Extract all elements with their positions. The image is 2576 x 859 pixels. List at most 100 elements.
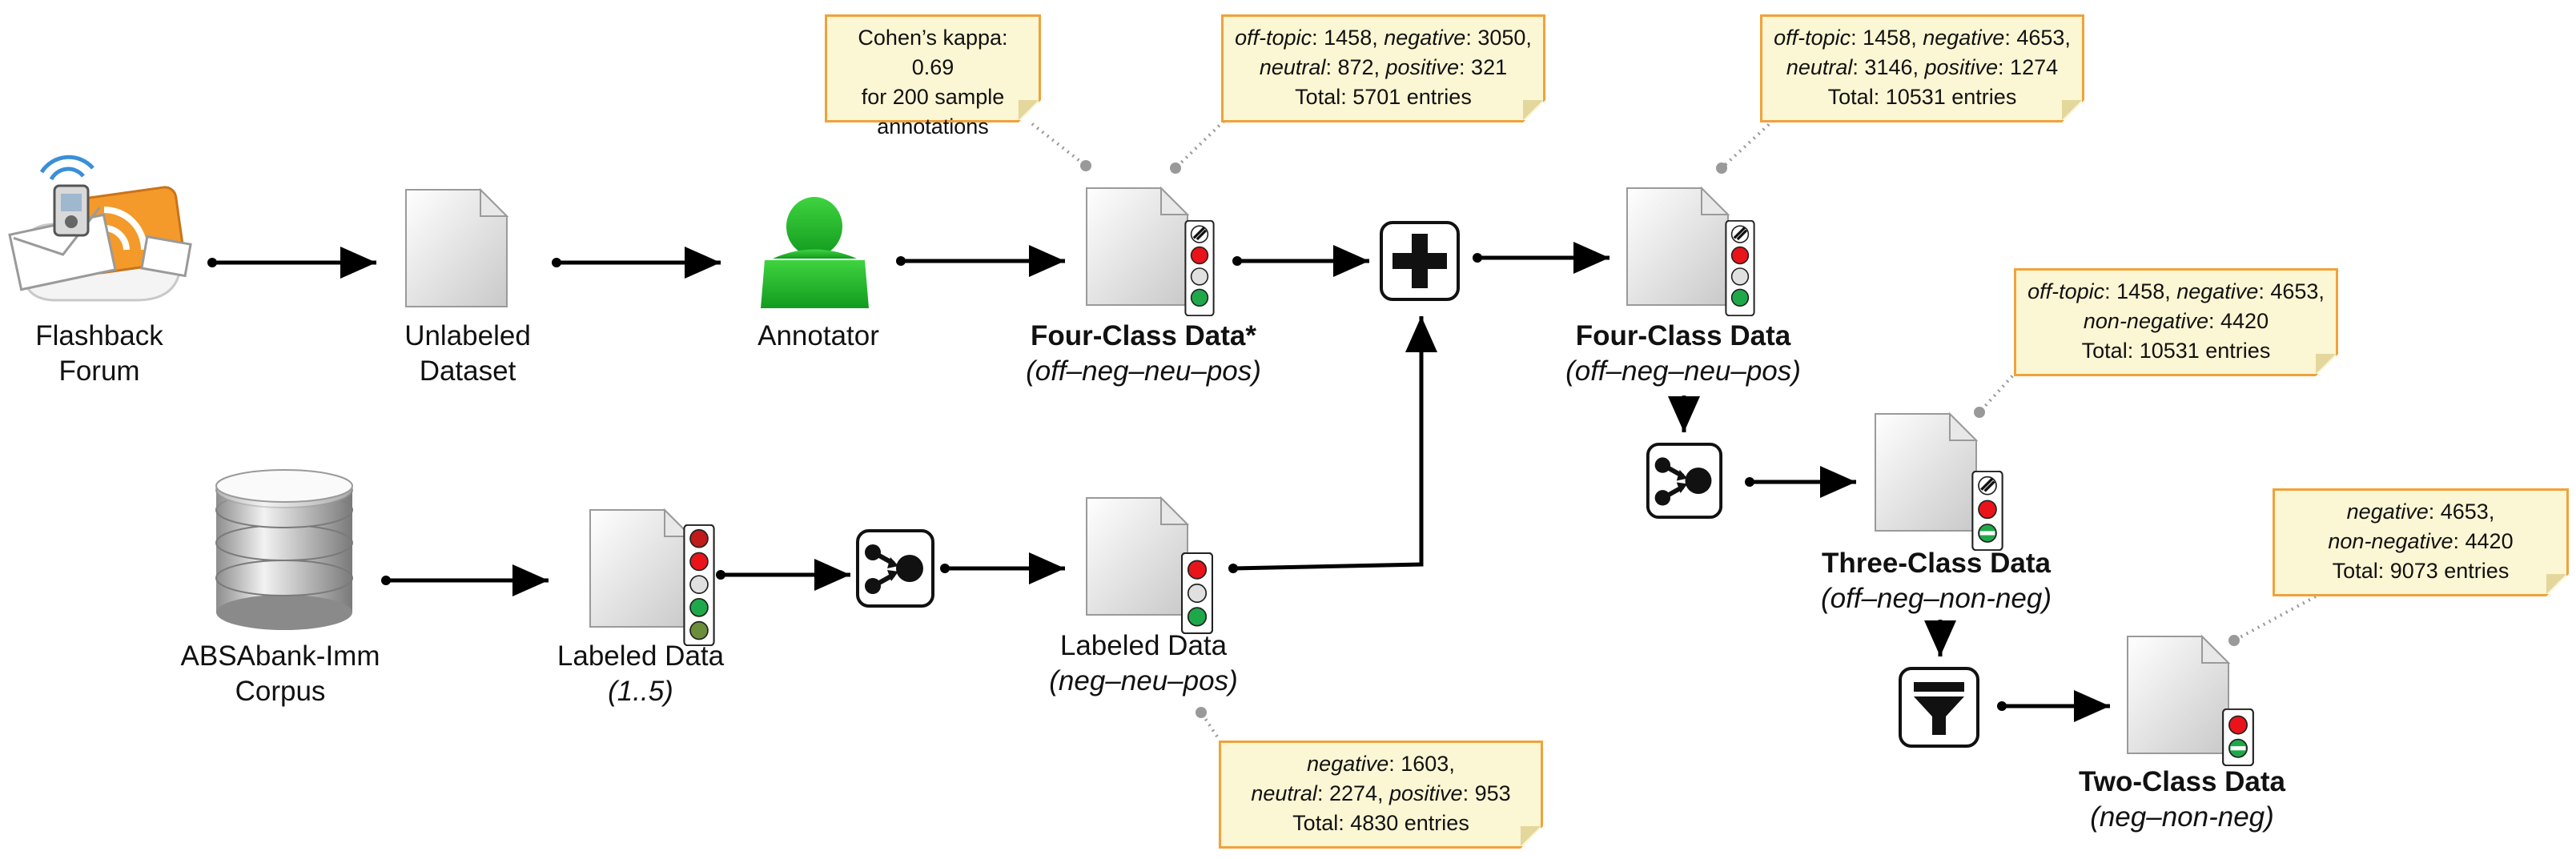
edges [212,242,2110,722]
label-annotator: Annotator [758,319,879,354]
note-key: positive [1389,781,1463,805]
label-line2: (neg–neu–pos) [1049,665,1238,696]
note-key: negative [1923,26,2005,50]
note-key: off-topic [2027,279,2105,303]
note-key: off-topic [1774,26,1851,50]
note-three-class-counts: off-topic: 1458, negative: 4653, non-neg… [2014,268,2338,376]
note-total: Total: 10531 entries [2081,339,2271,363]
four-traffic-light-icon [1724,220,1756,316]
note-key: off-topic [1235,26,1312,50]
note-value: : 2274, [1316,781,1390,805]
note-value: : 953 [1462,781,1511,805]
label-labeled-1-5: Labeled Data (1..5) [557,639,724,709]
note-value: : 4653, [2004,26,2071,50]
note-key: negative [2346,500,2429,524]
note-key: neutral [1251,781,1317,805]
note-key: negative [2176,279,2259,303]
label-flashback-forum: Flashback Forum [35,319,163,389]
three-traffic-light-icon [1971,471,2003,551]
two-traffic-light-icon [2222,708,2254,766]
note-total: Total: 9073 entries [2332,559,2510,583]
label-line2: (1..5) [608,676,673,707]
labelednnp-traffic-light-icon [1181,552,1213,634]
note-two-class-counts: negative: 4653, non-negative: 4420 Total… [2273,488,2569,596]
combine-icon-left [858,531,933,606]
label-line2: (off–neg–neu–pos) [1565,355,1801,387]
note-value: : 321 [1459,55,1508,79]
note-value: : 4420 [2208,309,2269,333]
label-line1: Two-Class Data [2078,766,2286,797]
labeled15-document-icon [589,509,692,628]
note-four-class-counts: off-topic: 1458, negative: 4653, neutral… [1760,14,2084,122]
label-line1: ABSAbank-Imm [180,640,380,672]
edge-labelednnp-to-plus [1232,316,1437,571]
note-value: : 1603, [1388,752,1455,776]
note-leader-dots [1080,160,2240,718]
note-value: : 3050, [1465,26,1532,50]
note-value: : 4653, [2258,279,2325,303]
edge-start-dots [207,253,2007,711]
flashback-forum-icon [8,155,192,302]
fourstar-document-icon [1086,187,1188,306]
annotator-person-icon [761,197,869,308]
note-line: Cohen’s kappa: 0.69 [858,26,1008,79]
note-value: : 1458, [1851,26,1923,50]
label-line2: (neg–non-neg) [2090,801,2274,833]
note-total: Total: 10531 entries [1827,85,2017,109]
note-key: neutral [1786,55,1853,79]
note-value: : 4420 [2453,529,2514,553]
labelednnp-document-icon [1086,497,1188,616]
label-line1: Labeled Data [557,640,725,672]
note-four-class-star-counts: off-topic: 1458, negative: 3050, neutral… [1221,14,1545,122]
note-key: non-negative [2328,529,2453,553]
label-two-class: Two-Class Data (neg–non-neg) [2079,765,2285,835]
filter-funnel-icon [1899,667,1979,748]
note-value: : 872, [1325,55,1386,79]
two-document-icon [2127,636,2229,754]
note-total: Total: 5701 entries [1295,85,1472,109]
note-labeled-nnp-counts: negative: 1603, neutral: 2274, positive:… [1219,741,1543,849]
label-four-class: Four-Class Data (off–neg–neu–pos) [1565,319,1801,389]
label-line1: Unlabeled [404,320,531,351]
note-value: : 4653, [2428,500,2495,524]
label-labeled-nnp: Labeled Data (neg–neu–pos) [1049,628,1237,699]
label-line2: (off–neg–neu–pos) [1026,355,1261,387]
label-four-class-star: Four-Class Data* (off–neg–neu–pos) [1026,319,1261,389]
label-three-class: Three-Class Data (off–neg–non-neg) [1821,546,2052,616]
note-cohens-kappa: Cohen’s kappa: 0.69 for 200 sample annot… [825,14,1041,138]
note-value: : 1458, [1312,26,1384,50]
database-icon [215,469,353,630]
label-line2: Forum [58,355,140,387]
label-line2: Corpus [235,676,326,707]
note-line: annotations [877,114,989,138]
label-line1: Flashback [35,320,163,351]
label-line1: Labeled Data [1059,630,1228,661]
label-line1: Four-Class Data* [1030,320,1257,351]
label-line1: Three-Class Data [1822,548,2051,579]
labeled15-traffic-light-icon [683,524,715,646]
note-key: non-negative [2083,309,2209,333]
combine-icon-right [1648,444,1721,517]
note-value: : 3146, [1852,55,1925,79]
note-key: negative [1384,26,1466,50]
note-value: : 1274 [1998,55,2059,79]
fourstar-traffic-light-icon [1184,220,1216,316]
label-line1: Annotator [758,320,879,351]
note-value: : 1458, [2104,279,2177,303]
four-document-icon [1626,187,1729,306]
label-line1: Four-Class Data [1575,320,1791,351]
label-unlabeled-dataset: Unlabeled Dataset [404,319,531,389]
note-key: positive [1385,55,1460,79]
note-total: Total: 4830 entries [1292,811,1469,835]
note-key: neutral [1259,55,1326,79]
merge-plus-icon [1380,221,1460,301]
label-absabank: ABSAbank-Imm Corpus [181,639,380,709]
three-document-icon [1875,413,1977,532]
note-key: positive [1924,55,1999,79]
note-line: for 200 sample [861,85,1005,109]
unlabeled-document-icon [405,189,508,307]
label-line2: Dataset [419,355,516,387]
note-key: negative [1307,752,1389,776]
label-line2: (off–neg–non-neg) [1821,583,2052,614]
